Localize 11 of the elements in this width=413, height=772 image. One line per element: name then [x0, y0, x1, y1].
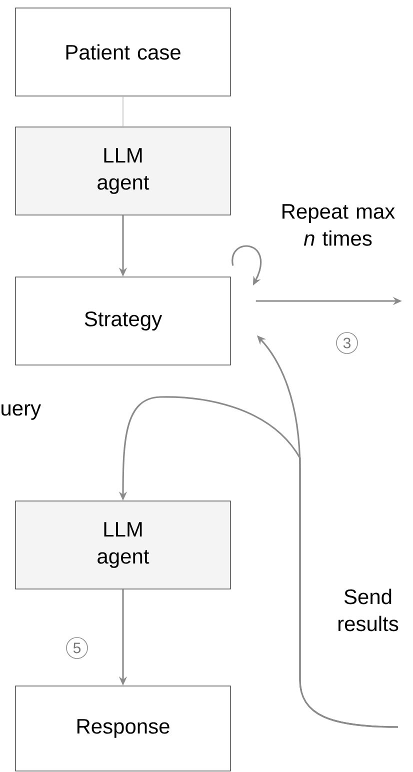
- process-box: Response: [15, 686, 231, 772]
- agent-box: LLM agent: [15, 500, 231, 590]
- connector-line: [122, 96, 124, 127]
- edge-label: Send results: [338, 588, 398, 632]
- process-box: Strategy: [15, 276, 231, 366]
- callout-number: 5: [66, 637, 88, 659]
- process-box: Patient case: [15, 8, 231, 96]
- edge-label: Repeat max n times: [282, 204, 395, 246]
- partial-label: uery: [2, 404, 41, 420]
- callout-number: 3: [336, 332, 358, 354]
- agent-box: LLM agent: [15, 126, 231, 216]
